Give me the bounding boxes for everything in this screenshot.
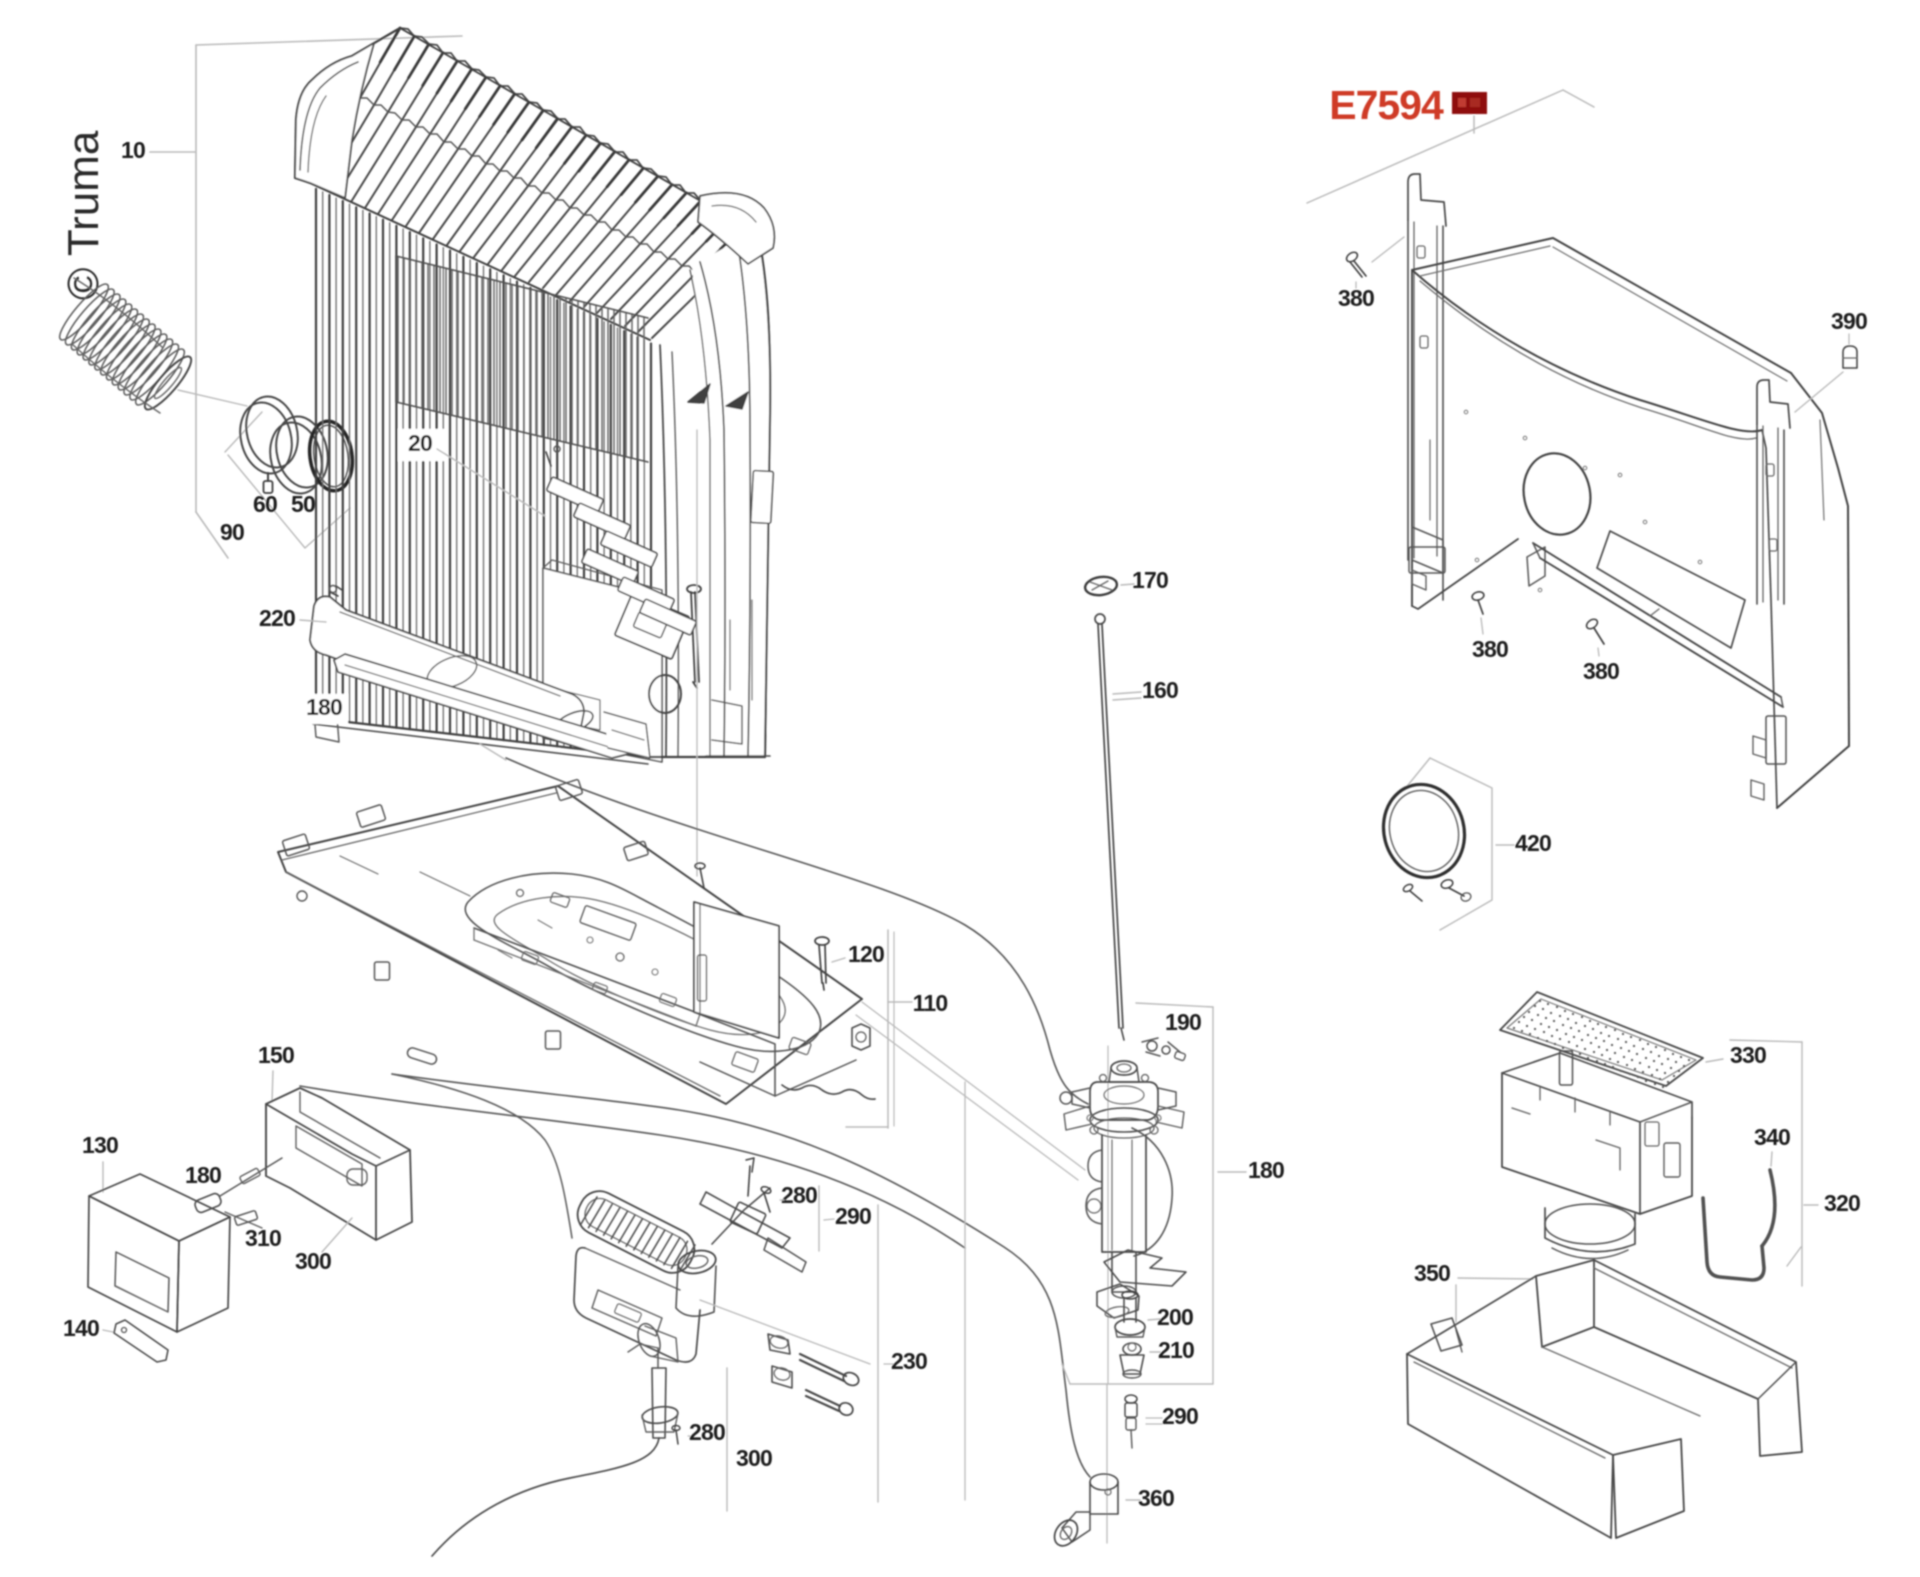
svg-text:290: 290 [835, 1203, 871, 1229]
svg-text:180: 180 [185, 1162, 221, 1188]
svg-text:350: 350 [1414, 1260, 1450, 1286]
svg-text:90: 90 [220, 519, 244, 545]
svg-text:150: 150 [258, 1042, 294, 1068]
svg-text:60: 60 [253, 491, 277, 517]
svg-text:290: 290 [1162, 1403, 1198, 1429]
svg-text:280: 280 [689, 1419, 725, 1445]
svg-text:390: 390 [1831, 308, 1867, 334]
svg-text:380: 380 [1338, 285, 1374, 311]
svg-text:280: 280 [781, 1182, 817, 1208]
svg-text:200: 200 [1157, 1304, 1193, 1330]
svg-text:310: 310 [245, 1225, 281, 1251]
svg-text:300: 300 [736, 1445, 772, 1471]
svg-text:360: 360 [1138, 1485, 1174, 1511]
svg-text:230: 230 [891, 1348, 927, 1374]
svg-text:160: 160 [1142, 677, 1178, 703]
svg-text:210: 210 [1158, 1337, 1194, 1363]
svg-text:380: 380 [1583, 658, 1619, 684]
svg-text:170: 170 [1132, 567, 1168, 593]
svg-text:190: 190 [1165, 1009, 1201, 1035]
svg-text:20: 20 [408, 430, 432, 456]
svg-text:380: 380 [1472, 636, 1508, 662]
svg-text:130: 130 [82, 1132, 118, 1158]
svg-text:220: 220 [259, 605, 295, 631]
svg-text:330: 330 [1730, 1042, 1766, 1068]
svg-text:110: 110 [913, 990, 948, 1016]
svg-text:10: 10 [121, 137, 145, 163]
svg-text:E7594: E7594 [1329, 82, 1444, 128]
svg-text:320: 320 [1824, 1190, 1860, 1216]
svg-text:140: 140 [63, 1315, 99, 1341]
svg-text:50: 50 [291, 491, 315, 517]
svg-text:© Truma: © Truma [59, 130, 108, 300]
svg-text:120: 120 [848, 941, 884, 967]
svg-text:180: 180 [306, 694, 342, 720]
svg-text:180: 180 [1248, 1157, 1284, 1183]
svg-text:300: 300 [295, 1248, 331, 1274]
svg-text:420: 420 [1515, 830, 1551, 856]
svg-text:340: 340 [1754, 1124, 1790, 1150]
